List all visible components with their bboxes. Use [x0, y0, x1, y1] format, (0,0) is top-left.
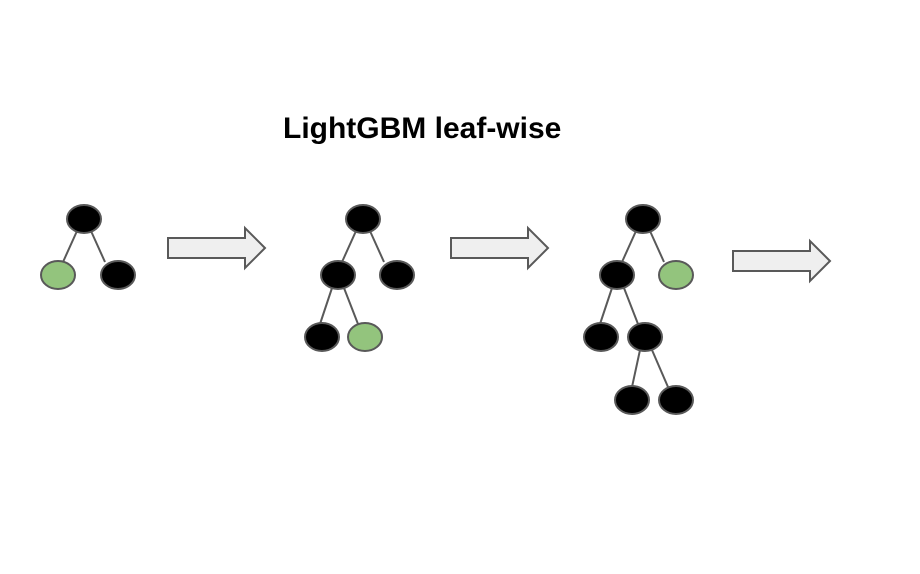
arrow-1	[167, 225, 267, 271]
tree-stage-1	[40, 204, 136, 290]
tree-stage-3	[583, 204, 694, 415]
node-right	[379, 260, 415, 290]
edge-left-right	[623, 287, 639, 325]
node-left-left	[304, 322, 340, 352]
node-left-left	[583, 322, 619, 352]
node-right	[100, 260, 136, 290]
edge-root-left	[341, 230, 357, 263]
node-left	[599, 260, 635, 290]
tree-stage-2	[304, 204, 415, 352]
edge-root-left	[62, 230, 78, 263]
node-root	[345, 204, 381, 234]
node-root	[66, 204, 102, 234]
edge-leftright-right	[651, 349, 669, 388]
edge-leftright-left	[631, 349, 641, 388]
edge-root-right	[649, 230, 665, 263]
edge-root-right	[90, 230, 106, 263]
edge-left-right	[343, 287, 359, 325]
arrow-3	[732, 238, 832, 284]
node-left-right	[627, 322, 663, 352]
diagram-title: LightGBM leaf-wise	[283, 112, 562, 145]
node-left-right	[347, 322, 383, 352]
node-left-right-left	[614, 385, 650, 415]
node-right	[658, 260, 694, 290]
node-root	[625, 204, 661, 234]
node-left-right-right	[658, 385, 694, 415]
node-left	[320, 260, 356, 290]
node-left	[40, 260, 76, 290]
edge-root-right	[369, 230, 385, 263]
edge-root-left	[621, 230, 637, 263]
edge-left-left	[319, 287, 333, 325]
arrow-2	[450, 225, 550, 271]
edge-left-left	[599, 287, 613, 325]
